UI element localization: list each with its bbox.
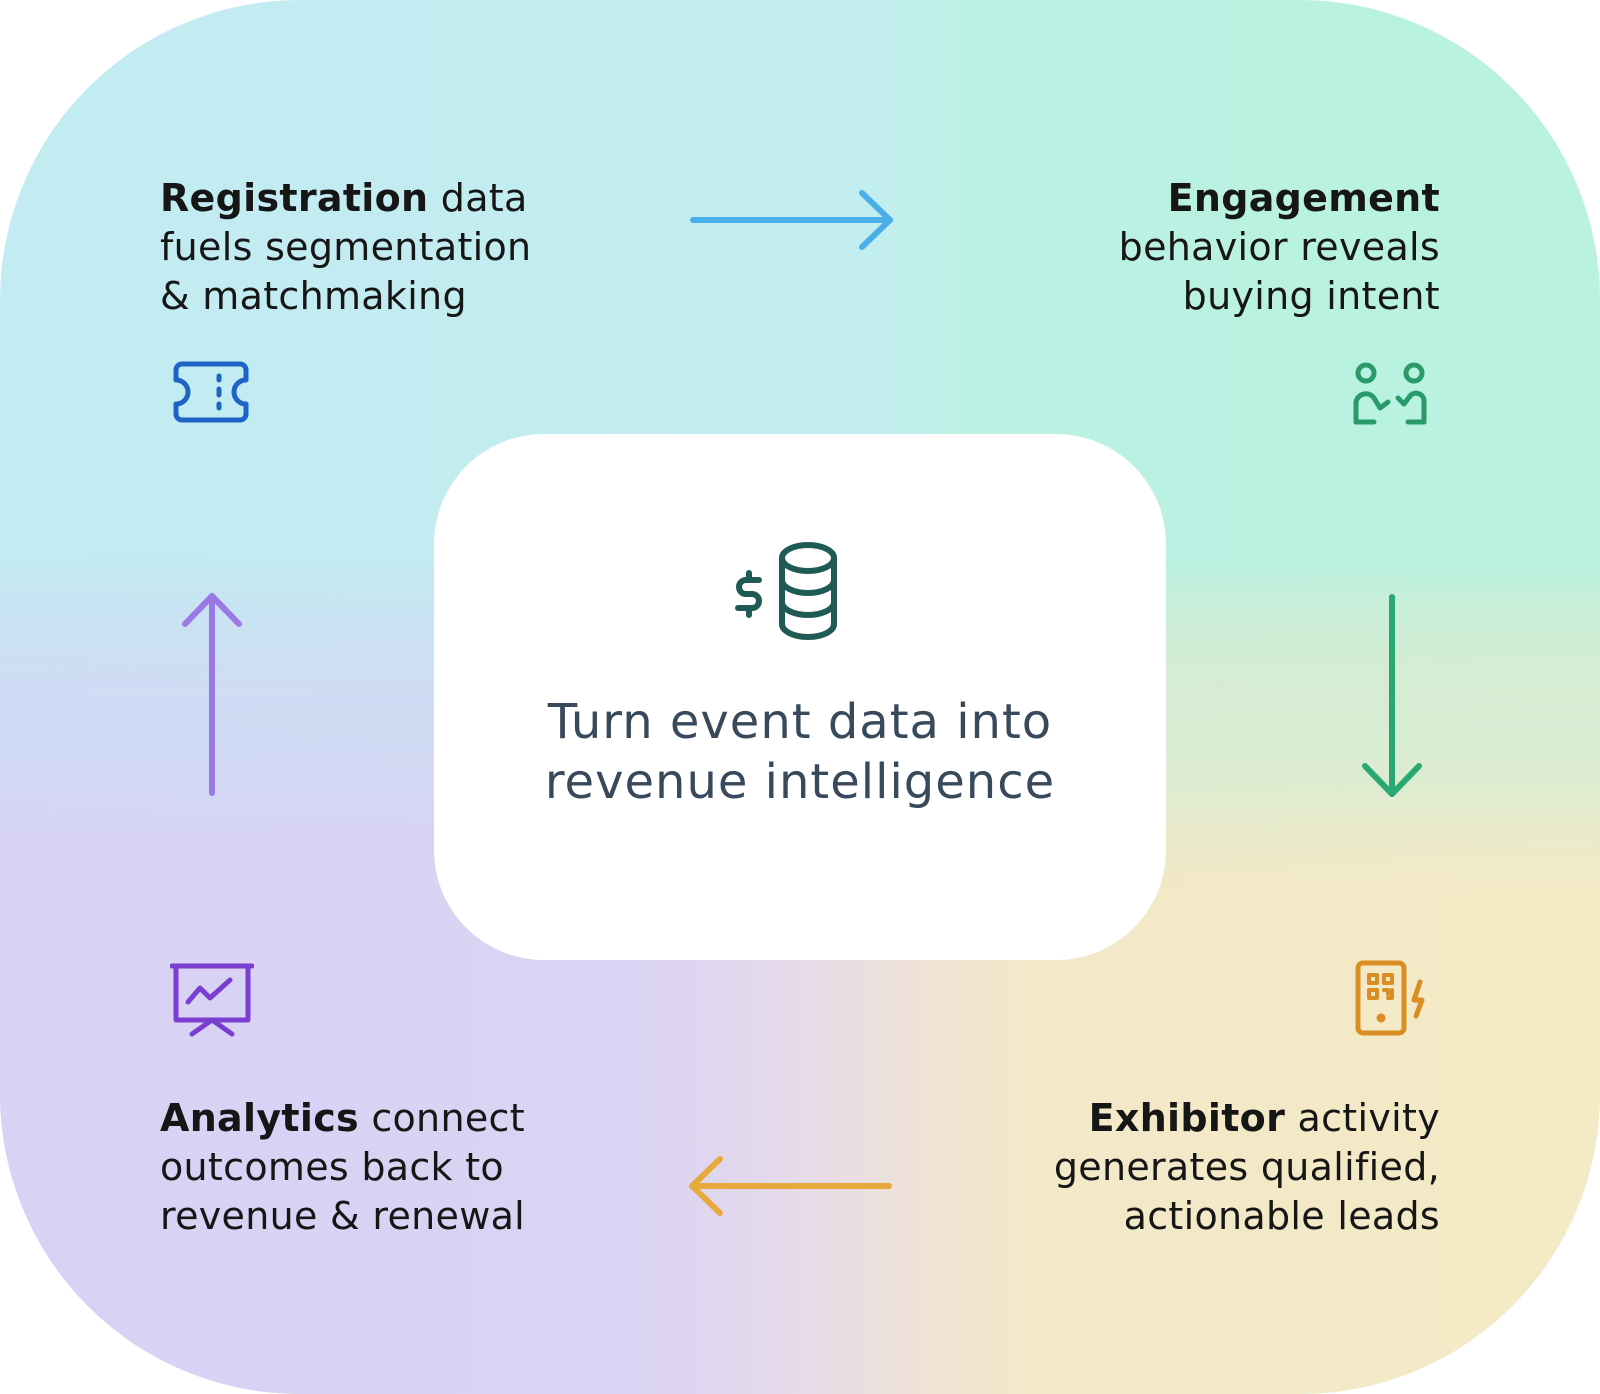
registration-line-2: fuels segmentation — [160, 225, 532, 269]
exhibitor-title: Exhibitor — [1088, 1096, 1286, 1140]
registration-step-text: Registration data fuels segmentation & m… — [160, 174, 531, 321]
ticket-icon — [172, 360, 250, 424]
presentation-chart-icon — [170, 962, 254, 1042]
registration-title: Registration — [160, 176, 429, 220]
center-title-line-1: Turn event data into — [547, 694, 1053, 750]
analytics-step-text: Analytics connect outcomes back to reven… — [160, 1094, 525, 1241]
analytics-title-rest: connect — [358, 1096, 525, 1140]
analytics-line-3: revenue & renewal — [160, 1194, 526, 1238]
arrow-up-analytics-to-registration — [182, 590, 242, 796]
analytics-title: Analytics — [160, 1096, 359, 1140]
dollar-coin-stack-icon — [732, 542, 838, 642]
exhibitor-line-2: generates qualified, — [1053, 1145, 1440, 1189]
qr-scan-device-icon — [1354, 960, 1430, 1036]
analytics-line-2: outcomes back to — [160, 1145, 504, 1189]
arrow-right-registration-to-engagement — [690, 190, 896, 250]
center-card: Turn event data into revenue intelligenc… — [434, 434, 1166, 960]
engagement-step-text: Engagement behavior reveals buying inten… — [1119, 174, 1440, 321]
arrow-down-engagement-to-exhibitor — [1362, 594, 1422, 800]
exhibitor-line-3: actionable leads — [1123, 1194, 1440, 1238]
engagement-line-2: behavior reveals — [1118, 225, 1440, 269]
people-interaction-icon — [1352, 362, 1428, 428]
engagement-title: Engagement — [1167, 176, 1440, 220]
center-title: Turn event data into revenue intelligenc… — [434, 692, 1166, 812]
engagement-line-3: buying intent — [1182, 274, 1440, 318]
arrow-left-exhibitor-to-analytics — [686, 1156, 892, 1216]
center-title-line-2: revenue intelligence — [544, 754, 1056, 810]
exhibitor-step-text: Exhibitor activity generates qualified, … — [1054, 1094, 1440, 1241]
exhibitor-title-rest: activity — [1285, 1096, 1440, 1140]
registration-title-rest: data — [428, 176, 528, 220]
registration-line-3: & matchmaking — [160, 274, 467, 318]
